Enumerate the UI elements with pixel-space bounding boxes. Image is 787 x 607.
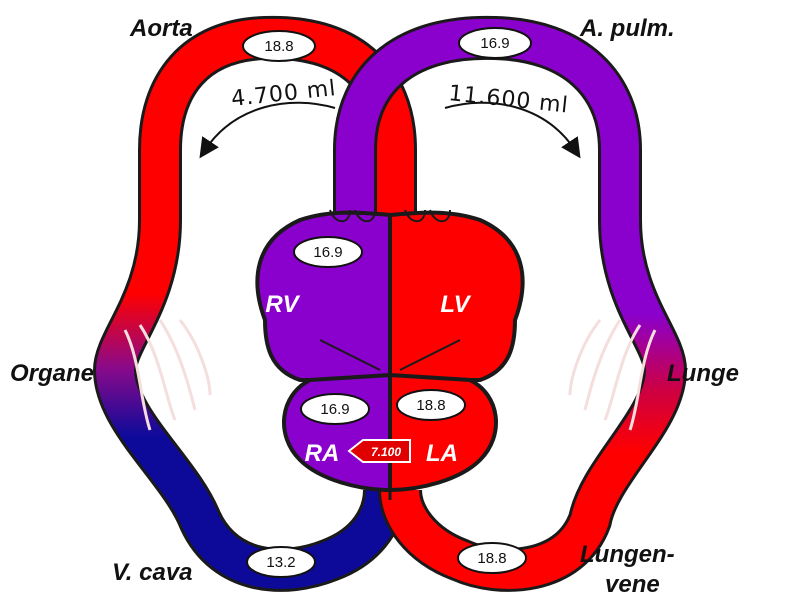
lungenvene-value-bubble: 18.8 <box>457 542 527 574</box>
lung-capillaries <box>568 319 657 431</box>
a-pulm-value: 16.9 <box>480 35 509 52</box>
organ-capillaries <box>123 319 212 431</box>
heart-valves <box>319 209 461 371</box>
lungenvene-label-1: Lungen- <box>580 541 675 568</box>
rv-label: RV <box>265 291 300 318</box>
organe-label: Organe <box>10 360 94 387</box>
aorta-value: 18.8 <box>264 38 293 55</box>
v-cava-label: V. cava <box>112 559 193 586</box>
systemic-volume: 4.700 ml <box>230 76 338 112</box>
ra-value: 16.9 <box>320 401 349 418</box>
shunt-arrow: 7.100 <box>347 439 411 463</box>
lv-label: LV <box>440 291 471 318</box>
pulmonary-volume: 11.600 ml <box>447 81 569 118</box>
rv-value: 16.9 <box>313 244 342 261</box>
shunt-value: 7.100 <box>371 445 401 459</box>
la-value: 18.8 <box>416 397 445 414</box>
a-pulm-value-bubble: 16.9 <box>458 27 532 59</box>
lungenvene-value: 18.8 <box>477 550 506 567</box>
aorta-label: Aorta <box>129 15 193 42</box>
systemic-arrow <box>199 101 336 159</box>
v-cava-value: 13.2 <box>266 554 295 571</box>
rv-value-bubble: 16.9 <box>293 236 363 268</box>
a-pulm-label: A. pulm. <box>579 15 675 42</box>
aorta-value-bubble: 18.8 <box>242 30 316 62</box>
ra-value-bubble: 16.9 <box>300 393 370 425</box>
lunge-label: Lunge <box>667 360 739 387</box>
v-cava-value-bubble: 13.2 <box>246 546 316 578</box>
ra-label: RA <box>305 440 340 467</box>
lungenvene-label-2: vene <box>605 571 660 598</box>
la-value-bubble: 18.8 <box>396 389 466 421</box>
right-atrium <box>282 372 392 493</box>
left-ventricle <box>388 210 525 382</box>
la-label: LA <box>426 440 458 467</box>
pulmonary-arrow <box>444 101 581 159</box>
